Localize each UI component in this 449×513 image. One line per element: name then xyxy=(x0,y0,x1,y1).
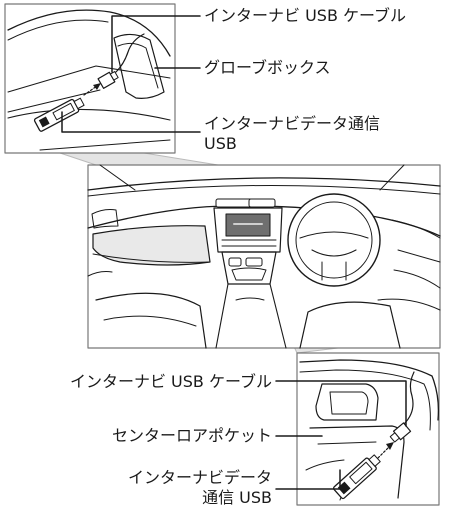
center-pocket-inset xyxy=(296,352,440,506)
label-glovebox: グローブボックス xyxy=(204,58,331,77)
usb-dongle-top xyxy=(33,97,85,132)
label-bottom-usb-device-line2: 通信 USB xyxy=(202,488,272,507)
top-leaders xyxy=(61,15,201,133)
usb-cable-end-bottom xyxy=(389,422,412,443)
usb-dongle-bottom xyxy=(332,454,381,500)
label-bottom-usb-device-line1: インターナビデータ xyxy=(127,468,272,487)
car-interior xyxy=(87,164,441,349)
label-bottom-usb-cable: インターナビ USB ケーブル xyxy=(69,372,272,391)
label-center-pocket: センターロアポケット xyxy=(111,426,272,445)
top-callout-beam xyxy=(59,152,219,166)
label-top-usb-device-line1: インターナビデータ通信 xyxy=(204,114,381,133)
glovebox-inset xyxy=(4,3,176,154)
usb-cable-end-top xyxy=(97,71,119,89)
bottom-leaders xyxy=(275,380,407,490)
label-top-usb-cable: インターナビ USB ケーブル xyxy=(204,6,407,25)
steering-wheel xyxy=(287,193,381,287)
label-top-usb-device-line2: USB xyxy=(204,134,237,153)
